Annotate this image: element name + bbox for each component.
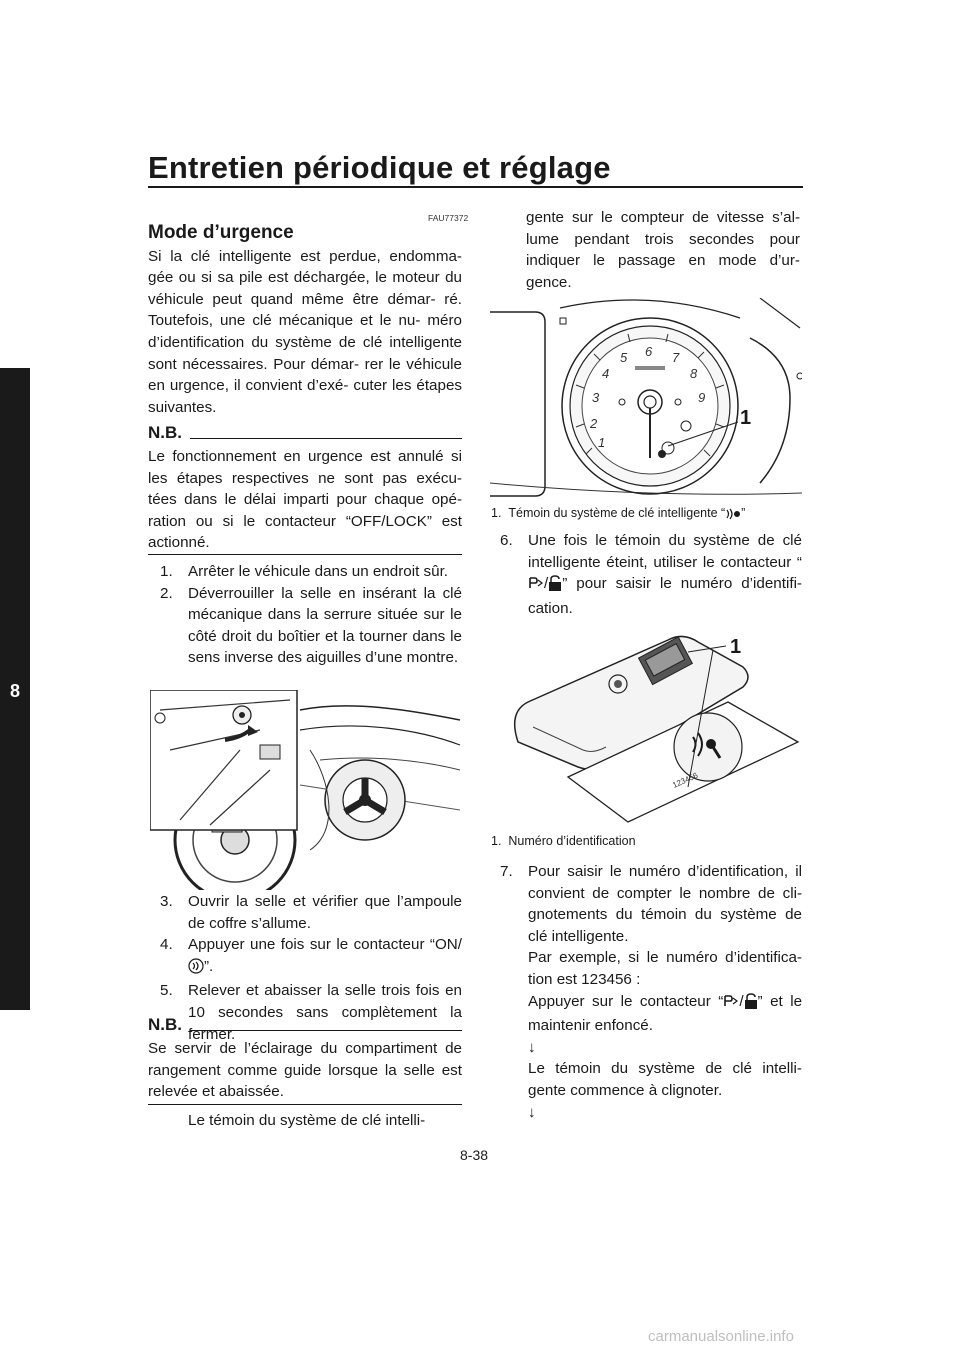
step-6: 6.Une fois le témoin du système de clé i… bbox=[500, 530, 802, 619]
list-item: 5.Relever et abaisser la selle trois foi… bbox=[160, 982, 462, 1043]
step-7: 7. Pour saisir le numéro d’identificatio… bbox=[500, 861, 802, 1123]
smart-key-signal-icon bbox=[188, 958, 204, 981]
list-item: 3.Ouvrir la selle et vérifier que l’ampo… bbox=[160, 893, 462, 932]
list-item: 2.Déverrouiller la selle en insérant la … bbox=[160, 584, 462, 667]
smart-key-card-figure: 123456 bbox=[508, 632, 802, 826]
continuation-left: Le témoin du système de clé intelli- bbox=[188, 1112, 426, 1129]
page-title: Entretien périodique et réglage bbox=[148, 150, 611, 185]
note2-rule-bottom bbox=[148, 1104, 462, 1105]
dial-number: 1 bbox=[598, 435, 605, 450]
list-item: 1.Arrêter le véhicule dans un endroit sû… bbox=[160, 563, 449, 580]
note2-text: Se servir de l’éclairage du compartiment… bbox=[148, 1040, 462, 1101]
note2-rule-top bbox=[190, 1030, 462, 1031]
steps-3-5: 3.Ouvrir la selle et vérifier que l’ampo… bbox=[160, 891, 462, 1045]
lock-icon bbox=[548, 575, 562, 598]
smart-key-indicator-icon bbox=[725, 508, 741, 523]
title-divider bbox=[148, 186, 803, 188]
note1-label: N.B. bbox=[148, 423, 182, 442]
down-arrow-icon: ↓ bbox=[528, 1103, 536, 1121]
section-code: FAU77372 bbox=[428, 213, 469, 223]
continuation-right: gente sur le compteur de vitesse s’al- l… bbox=[526, 209, 800, 291]
watermark: carmanualsonline.info bbox=[648, 1328, 794, 1345]
dial-number: 2 bbox=[589, 416, 598, 431]
dial-number: 3 bbox=[592, 390, 600, 405]
intro-paragraph: Si la clé intelligente est perdue, endom… bbox=[148, 247, 462, 416]
lock-icon bbox=[744, 992, 758, 1016]
section-heading: Mode d’urgence bbox=[148, 222, 294, 243]
list-item: 4.Appuyer une fois sur le contacteur “ON… bbox=[160, 934, 462, 980]
smart-key-signal-icon bbox=[723, 993, 739, 1016]
key-callout: 1 bbox=[730, 636, 742, 658]
left-column-intro: Mode d’urgence Si la clé intelligente es… bbox=[148, 222, 462, 418]
note1-rule-top bbox=[190, 438, 462, 439]
dial-number: 9 bbox=[698, 390, 705, 405]
dial-number: 6 bbox=[645, 344, 653, 359]
note1-rule-bottom bbox=[148, 554, 462, 555]
meter-callout: 1 bbox=[740, 407, 752, 429]
key-caption: 1. Numéro d’identification bbox=[491, 834, 636, 848]
meter-caption: 1. Témoin du système de clé intelligente… bbox=[491, 506, 801, 523]
chapter-tab bbox=[0, 368, 30, 1010]
smart-key-signal-icon bbox=[528, 575, 544, 598]
note1-box: Le fonctionnement en urgence est annulé … bbox=[148, 446, 462, 554]
note2-box: Se servir de l’éclairage du compartiment… bbox=[148, 1038, 462, 1103]
dial-number: 8 bbox=[690, 366, 698, 381]
list-item: 6.Une fois le témoin du système de clé i… bbox=[500, 532, 802, 617]
chapter-number: 8 bbox=[9, 681, 20, 701]
note1-text: Le fonctionnement en urgence est annulé … bbox=[148, 448, 462, 552]
dial-number: 7 bbox=[672, 350, 680, 365]
scooter-seat-lock-figure bbox=[149, 689, 462, 902]
page-number: 8-38 bbox=[460, 1147, 489, 1163]
dial-number: 5 bbox=[620, 350, 628, 365]
note2-label: N.B. bbox=[148, 1015, 182, 1034]
list-item: 7. Pour saisir le numéro d’identificatio… bbox=[500, 861, 802, 1123]
speedometer-figure: 1 2 3 4 5 6 7 8 9 bbox=[489, 297, 804, 498]
dial-number: 4 bbox=[602, 366, 609, 381]
steps-1-2: 1.Arrêter le véhicule dans un endroit sû… bbox=[160, 561, 462, 669]
down-arrow-icon: ↓ bbox=[528, 1038, 536, 1056]
